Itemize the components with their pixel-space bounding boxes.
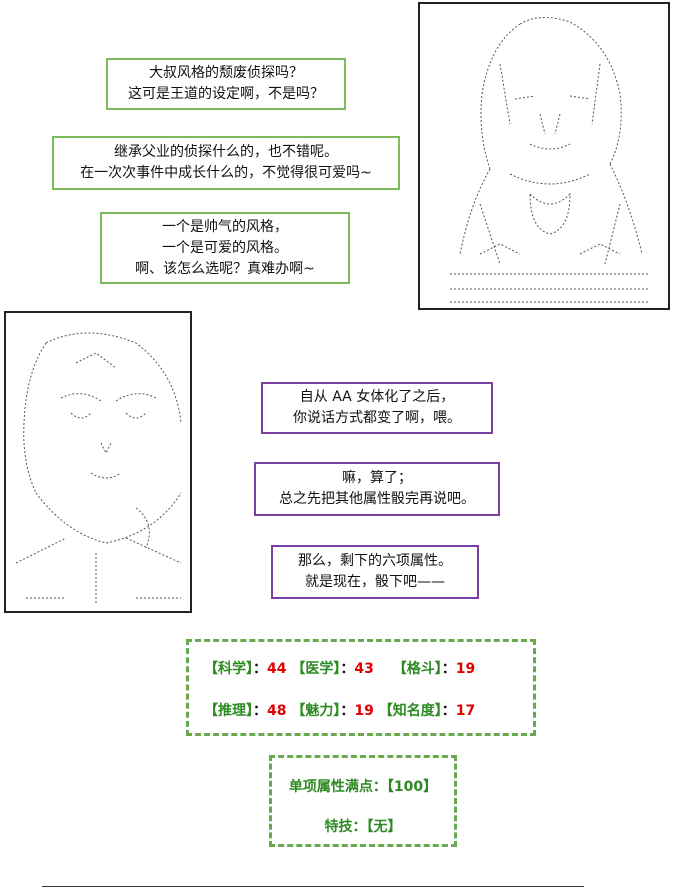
bubble-6-line-2: 就是现在，骰下吧—— xyxy=(305,574,445,590)
stat-sep: ： xyxy=(441,703,456,719)
stat-label-combat: 【格斗】 xyxy=(392,661,442,677)
bubble-3-line-3: 啊、该怎么选呢？真难办啊~ xyxy=(135,260,315,277)
speech-bubble-6: 那么，剩下的六项属性。 就是现在，骰下吧—— xyxy=(271,545,479,599)
stat-value-science: 44 xyxy=(267,661,287,677)
stats-row-2: 【推理】：48 【魅力】：19 【知名度】：17 xyxy=(204,700,475,720)
ascii-art-boy-drawing xyxy=(15,332,182,603)
stat-value-combat: 19 xyxy=(455,661,476,677)
stat-value-fame: 17 xyxy=(455,703,476,719)
stat-sep: ： xyxy=(253,661,267,677)
speech-bubble-2: 继承父业的侦探什么的，也不错呢。 在一次次事件中成长什么的，不觉得很可爱吗~ xyxy=(52,136,400,190)
stat-label-deduction: 【推理】 xyxy=(204,703,253,719)
skill-label: 特技： xyxy=(324,819,367,835)
speech-bubble-3: 一个是帅气的风格， 一个是可爱的风格。 啊、该怎么选呢？真难办啊~ xyxy=(100,212,350,284)
ascii-art-boy-panel xyxy=(4,311,192,613)
stat-label-medicine: 【医学】 xyxy=(291,661,341,677)
speech-bubble-4: 自从 AA 女体化了之后， 你说话方式都变了啊，喂。 xyxy=(261,382,493,434)
speech-bubble-1: 大叔风格的颓废侦探吗？ 这可是王道的设定啊，不是吗？ xyxy=(106,58,346,110)
stat-value-medicine: 43 xyxy=(354,661,374,677)
stat-label-fame: 【知名度】 xyxy=(378,703,442,719)
stat-value-deduction: 48 xyxy=(267,703,287,719)
bubble-2-line-1: 继承父业的侦探什么的，也不错呢。 xyxy=(114,144,338,160)
bubble-3-line-2: 一个是可爱的风格。 xyxy=(162,239,288,256)
bubble-4-line-1: 自从 AA 女体化了之后， xyxy=(299,389,455,405)
max-score-value: 【100】 xyxy=(386,779,438,795)
stat-label-charm: 【魅力】 xyxy=(291,703,341,719)
bubble-5-line-1: 嘛，算了； xyxy=(342,470,412,486)
bubble-1-line-2: 这可是王道的设定啊，不是吗？ xyxy=(128,86,324,102)
bubble-4-line-2: 你说话方式都变了啊，喂。 xyxy=(293,410,461,426)
stats-row-1: 【科学】：44 【医学】：43 【格斗】：19 xyxy=(204,658,475,678)
summary-box: 单项属性满点：【100】 特技：【无】 xyxy=(269,755,457,847)
bubble-6-line-1: 那么，剩下的六项属性。 xyxy=(298,553,452,569)
ascii-art-girl-drawing xyxy=(450,17,650,303)
stat-value-charm: 19 xyxy=(354,703,374,719)
max-score-line: 单项属性满点：【100】 xyxy=(272,776,454,796)
skill-line: 特技：【无】 xyxy=(272,816,454,836)
bottom-divider xyxy=(42,886,584,887)
stat-sep: ： xyxy=(340,661,355,677)
ascii-art-girl-panel xyxy=(418,2,670,310)
bubble-1-line-1: 大叔风格的颓废侦探吗？ xyxy=(149,65,303,81)
bubble-5-line-2: 总之先把其他属性骰完再说吧。 xyxy=(279,491,475,507)
bubble-3-line-1: 一个是帅气的风格， xyxy=(162,218,288,235)
stat-sep: ： xyxy=(253,703,267,719)
stat-label-science: 【科学】 xyxy=(204,661,253,677)
bubble-2-line-2: 在一次次事件中成长什么的，不觉得很可爱吗~ xyxy=(80,165,372,181)
stat-sep: ： xyxy=(441,661,456,677)
attribute-stats-box: 【科学】：44 【医学】：43 【格斗】：19 【推理】：48 【魅力】：19 … xyxy=(186,639,536,736)
skill-value: 【无】 xyxy=(366,819,402,835)
speech-bubble-5: 嘛，算了； 总之先把其他属性骰完再说吧。 xyxy=(254,462,500,516)
max-score-label: 单项属性满点： xyxy=(288,779,387,795)
stat-sep: ： xyxy=(340,703,355,719)
